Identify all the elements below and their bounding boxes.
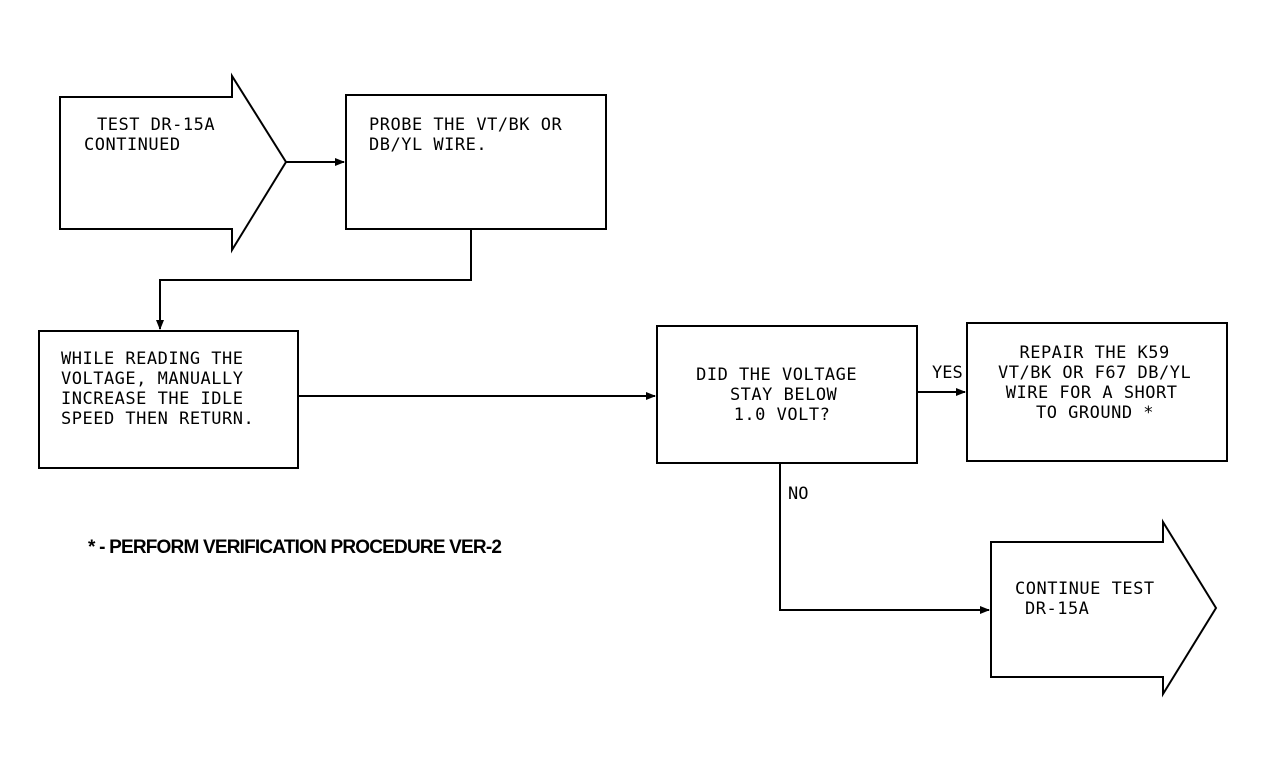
connector-probe-to-while-reading <box>156 229 472 330</box>
no-label: NO <box>788 484 808 504</box>
decision-line-2: STAY BELOW <box>730 385 838 405</box>
while-reading-line-1: WHILE READING THE <box>61 349 244 369</box>
probe-text: PROBE THE VT/BK OR DB/YL WIRE. <box>369 115 573 155</box>
decision-box-shape <box>656 325 918 464</box>
while-reading-line-3: INCREASE THE IDLE <box>61 389 244 409</box>
repair-line-1: REPAIR THE K59 <box>1019 343 1169 363</box>
while-reading-box-node: WHILE READING THE VOLTAGE, MANUALLY INCR… <box>38 330 299 469</box>
continue-line-2: DR-15A <box>1025 599 1089 619</box>
probe-line-1: PROBE THE VT/BK OR <box>369 115 562 135</box>
continue-line-1: CONTINUE TEST <box>1015 579 1155 599</box>
start-line-1: TEST DR-15A <box>97 115 215 135</box>
probe-box-shape <box>345 94 607 230</box>
start-arrow-shape <box>59 72 288 254</box>
while-reading-line-4: SPEED THEN RETURN. <box>61 409 254 429</box>
footnote-verification: * - PERFORM VERIFICATION PROCEDURE VER-2 <box>88 537 501 558</box>
yes-label: YES <box>932 363 963 383</box>
while-reading-text: WHILE READING THE VOLTAGE, MANUALLY INCR… <box>61 349 254 429</box>
repair-line-4: TO GROUND * <box>1036 403 1154 423</box>
while-reading-box-shape <box>38 330 299 469</box>
start-line-2: CONTINUED <box>84 135 181 155</box>
repair-text: REPAIR THE K59 VT/BK OR F67 DB/YL WIRE F… <box>998 343 1202 423</box>
continue-text: CONTINUE TEST DR-15A <box>1015 579 1165 619</box>
repair-box-shape <box>966 322 1228 462</box>
decision-box-node: DID THE VOLTAGE STAY BELOW 1.0 VOLT? <box>656 325 918 464</box>
repair-line-2: VT/BK OR F67 DB/YL <box>998 363 1191 383</box>
decision-line-1: DID THE VOLTAGE <box>696 365 857 385</box>
probe-box-node: PROBE THE VT/BK OR DB/YL WIRE. <box>345 94 607 230</box>
repair-line-3: WIRE FOR A SHORT <box>1006 383 1178 403</box>
start-text: TEST DR-15A CONTINUED <box>84 115 226 155</box>
probe-line-2: DB/YL WIRE. <box>369 135 487 155</box>
start-arrow-node: TEST DR-15A CONTINUED <box>59 72 288 254</box>
decision-line-3: 1.0 VOLT? <box>734 405 831 425</box>
continue-arrow-node: CONTINUE TEST DR-15A <box>990 518 1218 698</box>
while-reading-line-2: VOLTAGE, MANUALLY <box>61 369 244 389</box>
connector-decision-no-to-continue <box>779 463 990 614</box>
continue-arrow-shape <box>990 518 1218 698</box>
decision-text: DID THE VOLTAGE STAY BELOW 1.0 VOLT? <box>696 365 868 425</box>
repair-box-node: REPAIR THE K59 VT/BK OR F67 DB/YL WIRE F… <box>966 322 1228 462</box>
